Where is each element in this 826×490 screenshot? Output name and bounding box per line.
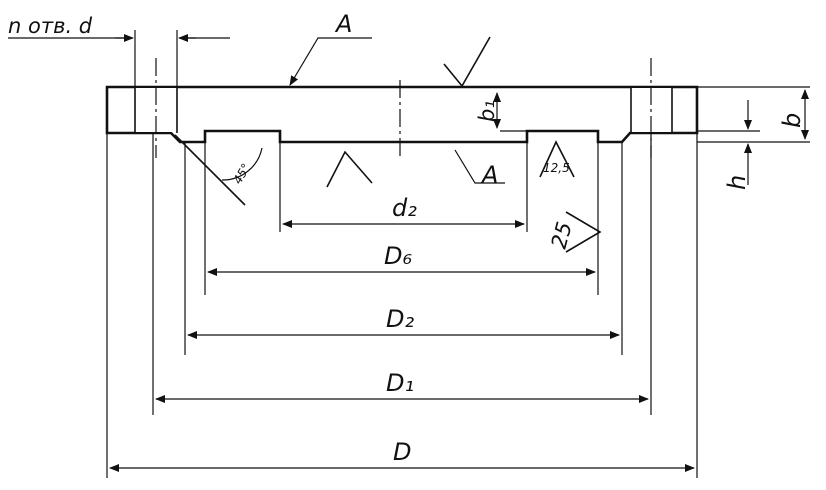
roughness-symbol-top <box>443 36 491 88</box>
hole-note-label: n отв. d <box>8 14 93 38</box>
dim-label-b1: b₁ <box>475 100 499 122</box>
hole-centerlines <box>155 58 652 160</box>
dim-label-D1: D₁ <box>386 369 414 397</box>
dim-label-D2: D₂ <box>386 305 414 333</box>
extension-lines <box>106 86 810 478</box>
vertical-dimensions <box>493 89 809 185</box>
section-leader <box>289 37 505 184</box>
roughness-symbol-groove <box>539 140 575 178</box>
dim-label-b: b <box>778 113 806 128</box>
dim-label-D: D <box>393 438 411 466</box>
roughness-symbol-bottom <box>326 150 373 188</box>
dim-label-D6: D₆ <box>384 242 412 270</box>
roughness-symbol-general <box>565 211 602 253</box>
chamfer-angle-label: 45° <box>230 161 253 186</box>
dim-label-d2: d₂ <box>392 194 417 222</box>
roughness-symbols <box>326 36 602 253</box>
section-mark-lower-label: A <box>480 161 498 189</box>
section-mark-label: A <box>334 10 352 38</box>
roughness-groove-label: 12,5 <box>543 161 570 175</box>
dimension-lines <box>8 30 695 472</box>
flange-section <box>105 85 699 144</box>
dim-label-h: h <box>723 175 751 190</box>
roughness-general-label: 25 <box>547 219 577 251</box>
chamfer-callout <box>174 134 263 206</box>
